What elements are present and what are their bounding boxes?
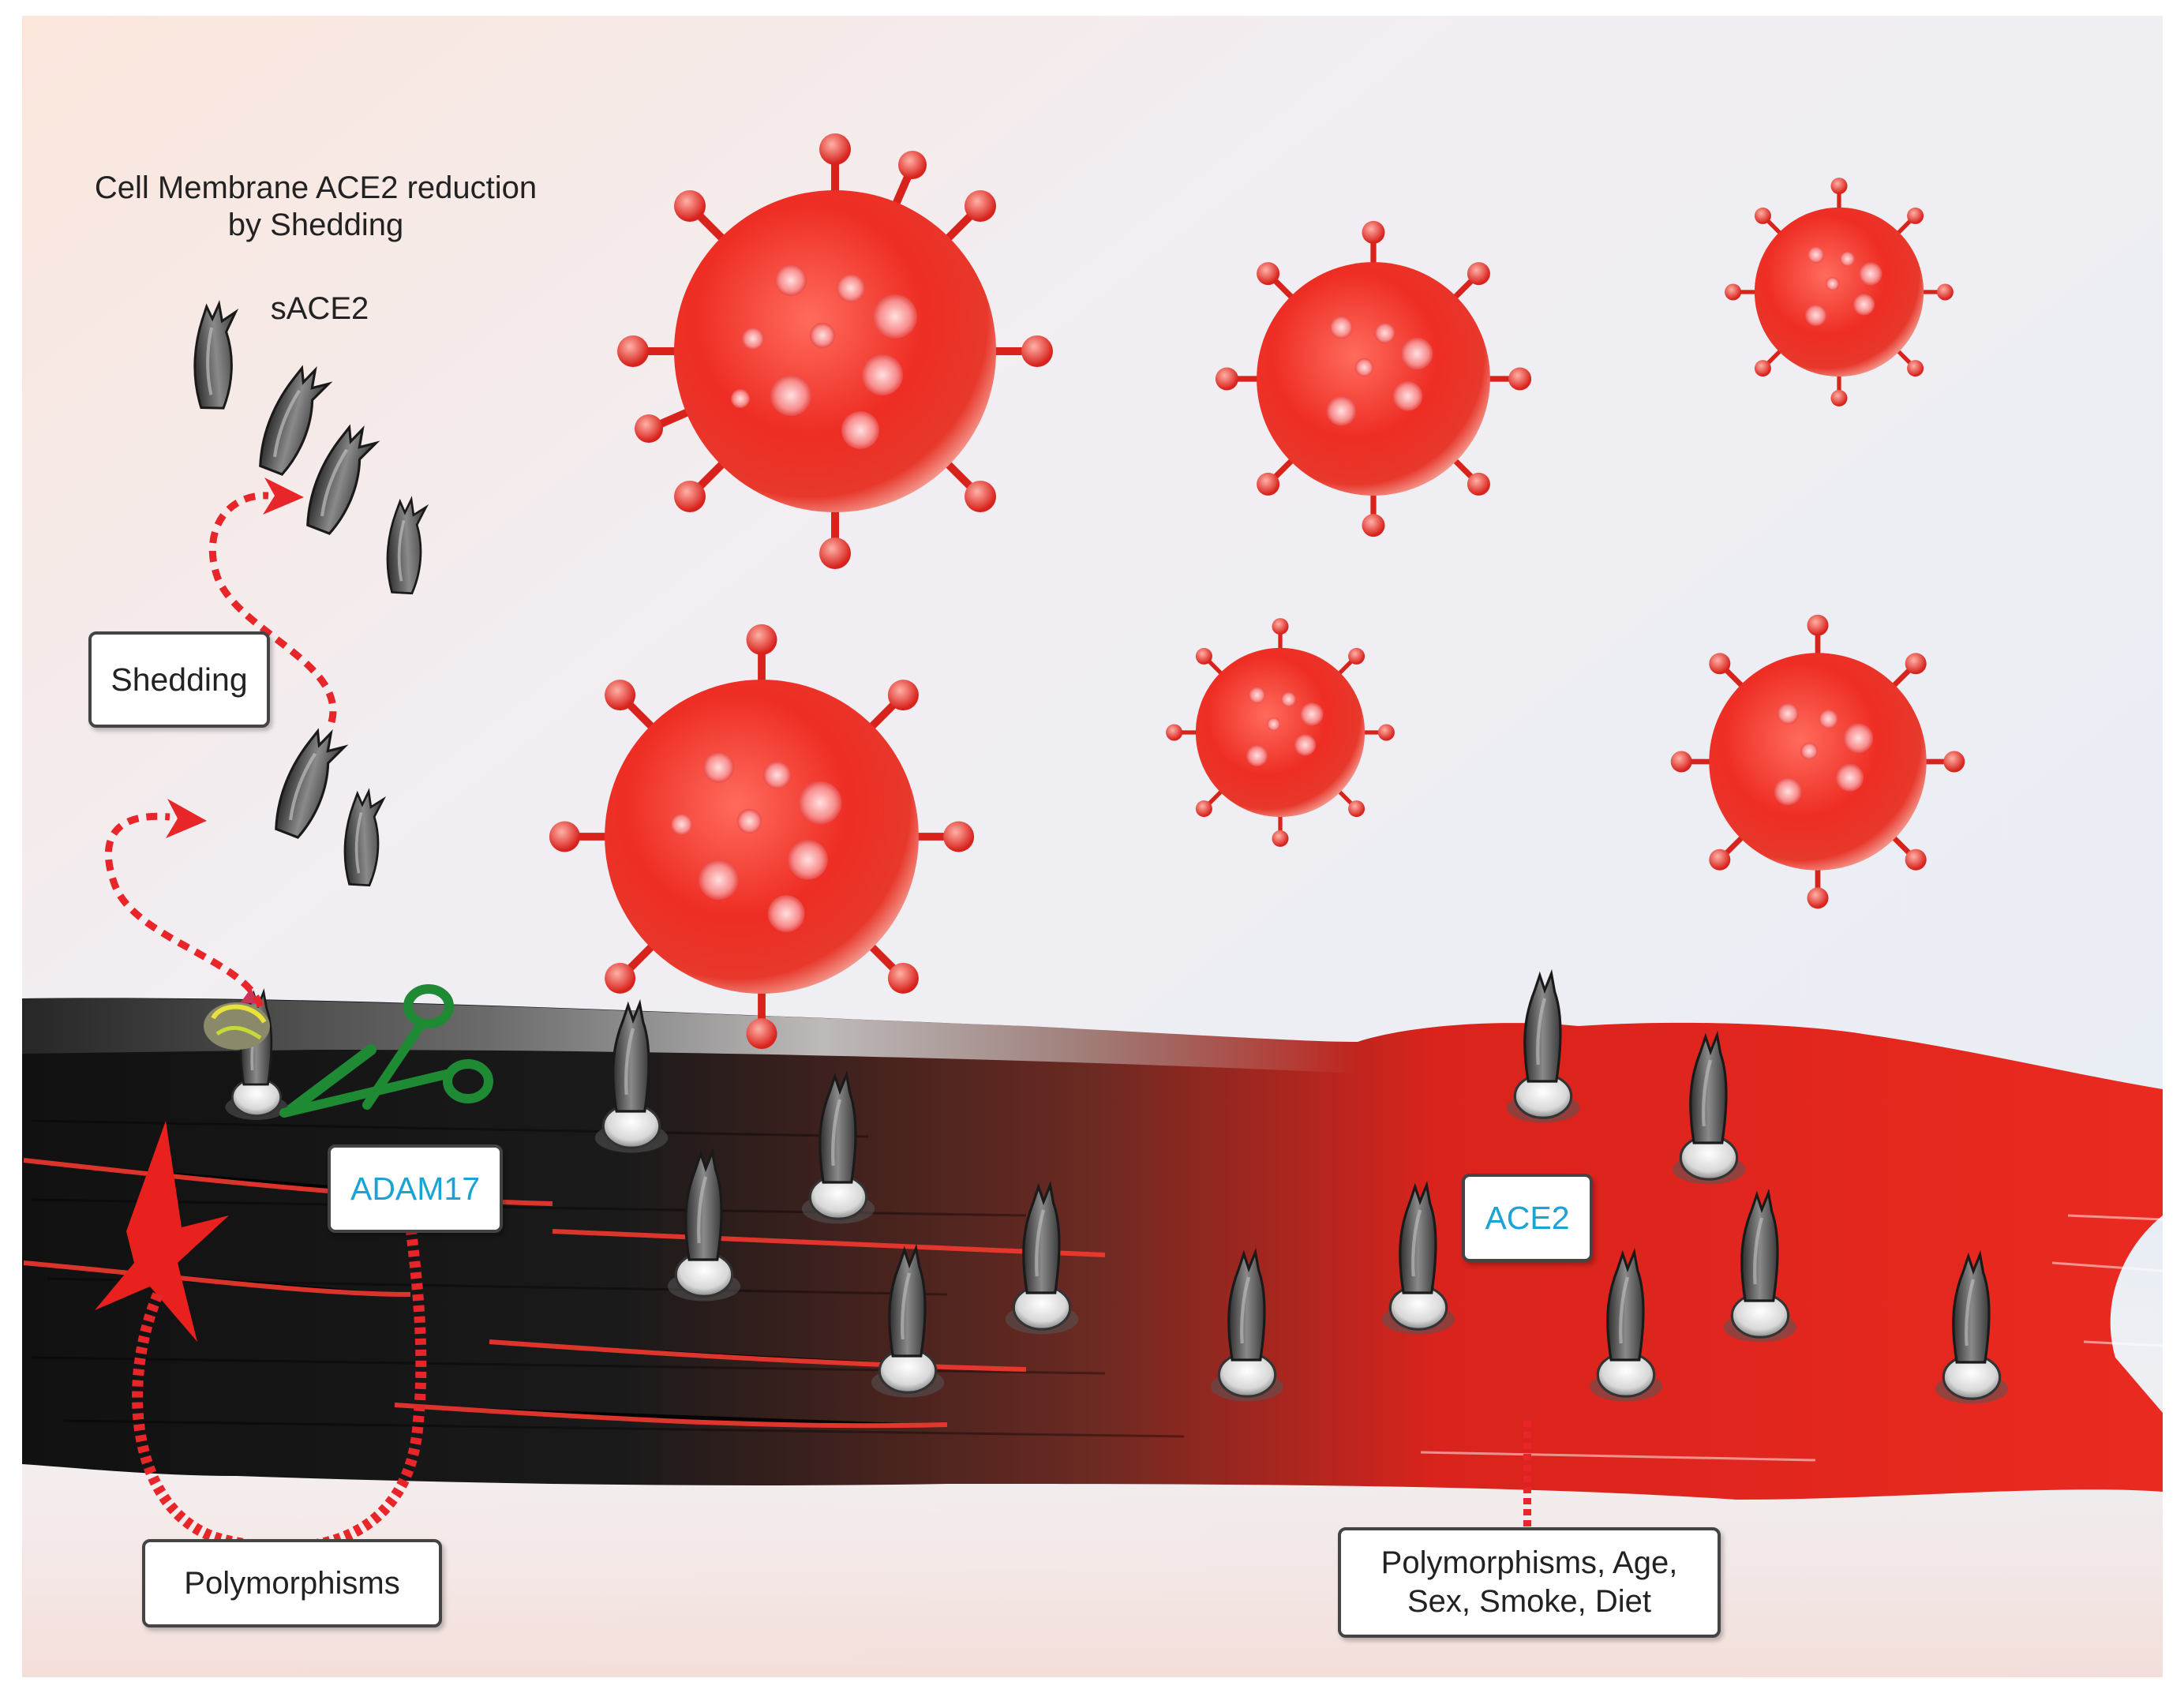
factors-box: Polymorphisms, Age, Sex, Smoke, Diet — [1338, 1527, 1721, 1638]
polymorphisms-label: Polymorphisms — [184, 1565, 400, 1601]
virus-small-1 — [1725, 178, 1954, 406]
adam17-box: ADAM17 — [328, 1144, 503, 1233]
polymorphisms-loop — [132, 1223, 427, 1553]
sace2-label: sACE2 — [270, 291, 369, 326]
virus-medium-1 — [1215, 220, 1532, 537]
polymorphisms-box: Polymorphisms — [142, 1539, 442, 1627]
ace2-label: ACE2 — [1485, 1199, 1570, 1236]
virus-small-2 — [1166, 618, 1395, 847]
arrow-head — [166, 799, 207, 838]
virus-large-2 — [549, 624, 975, 1050]
factors-line-1: Polymorphisms, Age, — [1380, 1545, 1678, 1581]
shedding-box: Shedding — [88, 631, 270, 728]
virus-large-1 — [617, 133, 1053, 569]
factors-line-2: Sex, Smoke, Diet — [1407, 1584, 1651, 1619]
shedding-label: Shedding — [111, 661, 248, 698]
title-line-1: Cell Membrane ACE2 reduction — [94, 170, 538, 205]
title-line-2: by Shedding — [227, 208, 404, 243]
virus-medium-2 — [1670, 614, 1965, 909]
ace2-box: ACE2 — [1462, 1174, 1593, 1262]
diagram-title: Cell Membrane ACE2 reduction by Shedding — [47, 170, 584, 244]
shedding-arrows — [104, 492, 337, 1008]
adam17-label: ADAM17 — [350, 1170, 481, 1207]
scissors-icon — [279, 984, 493, 1118]
arrow-head — [263, 478, 304, 515]
adam17-enzyme-icon — [204, 988, 270, 1050]
